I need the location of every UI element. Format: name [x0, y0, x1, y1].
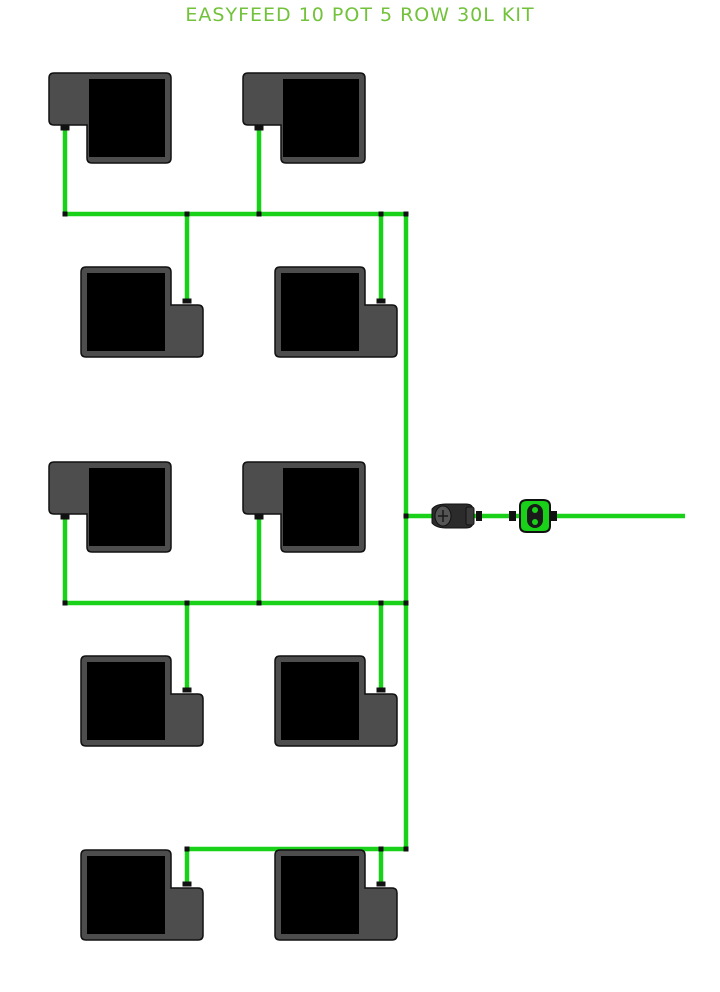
feed-hoses: [62, 128, 685, 884]
hose-joint: [184, 211, 190, 217]
hose-joint: [403, 846, 409, 852]
hose-joint: [378, 600, 384, 606]
pot: [48, 72, 172, 164]
filter-icon: [431, 503, 482, 529]
hose-joint: [403, 211, 409, 217]
hose-joint: [403, 513, 409, 519]
tap-lever: [527, 504, 543, 528]
hose-joint: [182, 881, 192, 887]
hose-joint: [184, 846, 190, 852]
tap-icon: [509, 499, 557, 533]
hose-joint: [378, 846, 384, 852]
pot-reservoir: [281, 662, 359, 740]
pot: [80, 266, 204, 358]
hose-joint: [376, 881, 386, 887]
hose-joint: [378, 211, 384, 217]
hose-joint: [182, 298, 192, 304]
hose-joint: [509, 511, 516, 521]
pot: [274, 655, 398, 747]
pot: [48, 461, 172, 553]
filter-cap: [465, 506, 475, 526]
pot-reservoir: [87, 856, 165, 934]
pot-reservoir: [89, 79, 165, 157]
pot: [80, 849, 204, 941]
hose-joint: [182, 687, 192, 693]
pot: [274, 266, 398, 358]
pot: [80, 655, 204, 747]
pot-reservoir: [283, 79, 359, 157]
pot-reservoir: [283, 468, 359, 546]
hose-joint: [376, 687, 386, 693]
hose-joint: [403, 600, 409, 606]
tap-dot: [532, 507, 538, 513]
hose-joint: [184, 600, 190, 606]
kit-title: EASYFEED 10 POT 5 ROW 30L KIT: [185, 4, 535, 26]
hose-joint: [476, 511, 482, 521]
pot-reservoir: [87, 662, 165, 740]
hose-joint: [550, 511, 557, 521]
pot: [274, 849, 398, 941]
hose-joints: [60, 125, 409, 887]
hose-joint: [376, 298, 386, 304]
hose-joint: [62, 211, 68, 217]
pot: [242, 461, 366, 553]
hose-joint: [60, 514, 70, 520]
hose-joint: [254, 125, 264, 131]
pot-reservoir: [281, 273, 359, 351]
fittings: [431, 499, 557, 533]
hose-joint: [254, 514, 264, 520]
hose-joint: [256, 211, 262, 217]
pot-reservoir: [281, 856, 359, 934]
hose-joint: [256, 600, 262, 606]
hose-joint: [60, 125, 70, 131]
tap-dot: [532, 519, 538, 525]
hose-joint: [62, 600, 68, 606]
pots: [48, 72, 398, 941]
pot: [242, 72, 366, 164]
pot-reservoir: [87, 273, 165, 351]
pot-reservoir: [89, 468, 165, 546]
